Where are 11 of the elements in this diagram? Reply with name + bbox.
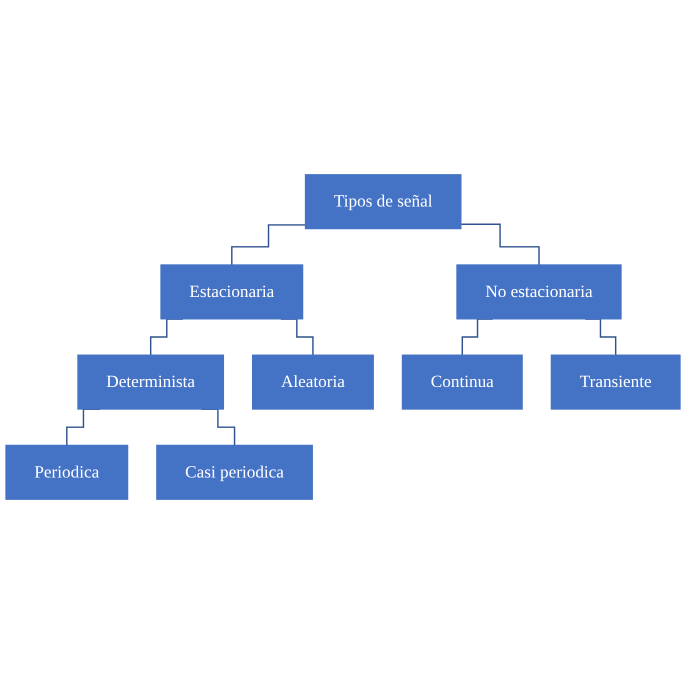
node-box: Periodica [5, 444, 128, 500]
node-box: Continua [402, 354, 523, 410]
node-box: Casi periodica [156, 444, 313, 500]
node-box: Transiente [550, 354, 681, 410]
node-box: No estacionaria [456, 264, 622, 320]
node-box: Aleatoria [252, 354, 374, 410]
connector [231, 224, 306, 266]
node-box: Determinista [77, 354, 224, 410]
node-box: Estacionaria [160, 264, 304, 320]
connector [461, 224, 540, 266]
node-box: Tipos de señal [304, 174, 462, 230]
